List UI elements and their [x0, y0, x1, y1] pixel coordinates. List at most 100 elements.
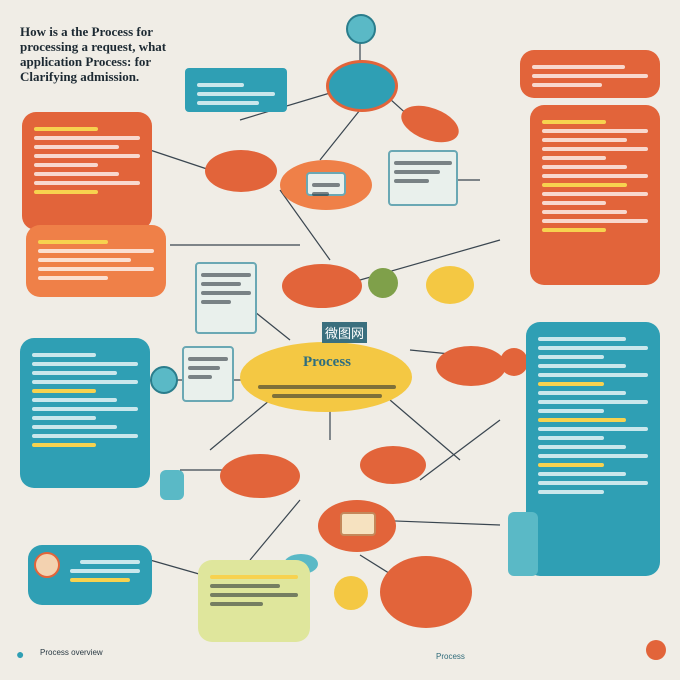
text-line — [538, 373, 648, 377]
text-line — [210, 584, 281, 588]
text-line — [38, 249, 154, 253]
title-line: How is a the Process for — [20, 24, 153, 39]
text-line — [32, 398, 117, 402]
text-line — [394, 161, 452, 165]
text-line — [70, 569, 140, 573]
text-line — [197, 83, 244, 87]
watermark: 微图网 — [322, 322, 368, 343]
document-card — [340, 512, 376, 536]
text-line — [188, 357, 228, 361]
text-line — [32, 389, 96, 393]
connector — [279, 189, 331, 261]
central-node-label: Process — [302, 354, 352, 370]
document-card — [388, 150, 458, 206]
text-line — [210, 575, 298, 579]
text-line — [538, 409, 604, 413]
text-line — [34, 127, 98, 131]
text-line — [538, 355, 604, 359]
text-line — [312, 192, 329, 196]
text-line — [34, 163, 98, 167]
text-line — [538, 490, 604, 494]
title-line: processing a request, what — [20, 39, 167, 54]
text-line — [32, 362, 138, 366]
footer-icon: ● — [16, 646, 25, 662]
text-line — [34, 145, 119, 149]
text-line — [532, 83, 602, 87]
text-line — [542, 129, 648, 133]
text-line — [34, 154, 140, 158]
connector — [419, 419, 501, 481]
text-line — [197, 92, 275, 96]
connector — [239, 89, 341, 121]
text-line — [542, 183, 627, 187]
text-line — [34, 172, 119, 176]
connector — [389, 399, 461, 461]
document-card — [182, 346, 234, 402]
text-line — [538, 445, 626, 449]
footer-text: Process overview — [40, 648, 103, 657]
document-card — [195, 262, 257, 334]
connector — [149, 149, 211, 171]
process-node — [334, 576, 368, 610]
info-panel — [198, 560, 310, 642]
text-line — [32, 407, 138, 411]
text-line — [538, 364, 626, 368]
text-line — [38, 240, 108, 244]
text-line — [538, 400, 648, 404]
text-line — [38, 276, 108, 280]
text-line — [538, 418, 626, 422]
text-line — [542, 165, 627, 169]
text-line — [258, 385, 396, 389]
text-line — [542, 147, 648, 151]
text-line — [538, 472, 626, 476]
text-line — [538, 382, 604, 386]
text-line — [542, 201, 606, 205]
side-tab — [508, 512, 538, 576]
process-node — [426, 266, 474, 304]
text-line — [542, 192, 648, 196]
text-line — [538, 463, 604, 467]
text-line — [38, 258, 131, 262]
central-node-text — [258, 380, 396, 403]
text-line — [538, 427, 648, 431]
footer-text: Process — [436, 652, 465, 661]
text-line — [201, 282, 241, 286]
text-line — [32, 353, 96, 357]
text-line — [188, 366, 220, 370]
side-tab — [160, 470, 184, 500]
process-node — [360, 446, 426, 484]
text-line — [542, 120, 606, 124]
text-line — [210, 593, 298, 597]
text-line — [80, 560, 140, 564]
info-panel — [22, 112, 152, 230]
info-panel — [20, 338, 150, 488]
text-line — [38, 267, 154, 271]
text-line — [542, 138, 627, 142]
title-line: application Process: for — [20, 54, 152, 69]
text-line — [532, 65, 625, 69]
text-line — [201, 291, 251, 295]
connector-node — [500, 348, 528, 376]
process-node — [380, 556, 472, 628]
text-line — [188, 375, 212, 379]
text-line — [542, 219, 648, 223]
footer-node — [646, 640, 666, 660]
start-node — [326, 60, 398, 112]
info-panel — [526, 322, 660, 576]
info-box — [185, 68, 287, 112]
text-line — [32, 371, 117, 375]
text-line — [32, 380, 138, 384]
text-line — [271, 394, 383, 398]
text-line — [197, 101, 260, 105]
text-line — [538, 391, 626, 395]
connector — [209, 399, 271, 451]
connector — [319, 109, 361, 161]
text-line — [32, 434, 138, 438]
text-line — [542, 156, 606, 160]
connector — [249, 499, 301, 561]
text-line — [210, 602, 263, 606]
text-line — [532, 74, 648, 78]
title-line: Clarifying admission. — [20, 69, 140, 84]
page-title: How is a the Process for processing a re… — [20, 24, 190, 84]
avatar — [34, 552, 60, 578]
